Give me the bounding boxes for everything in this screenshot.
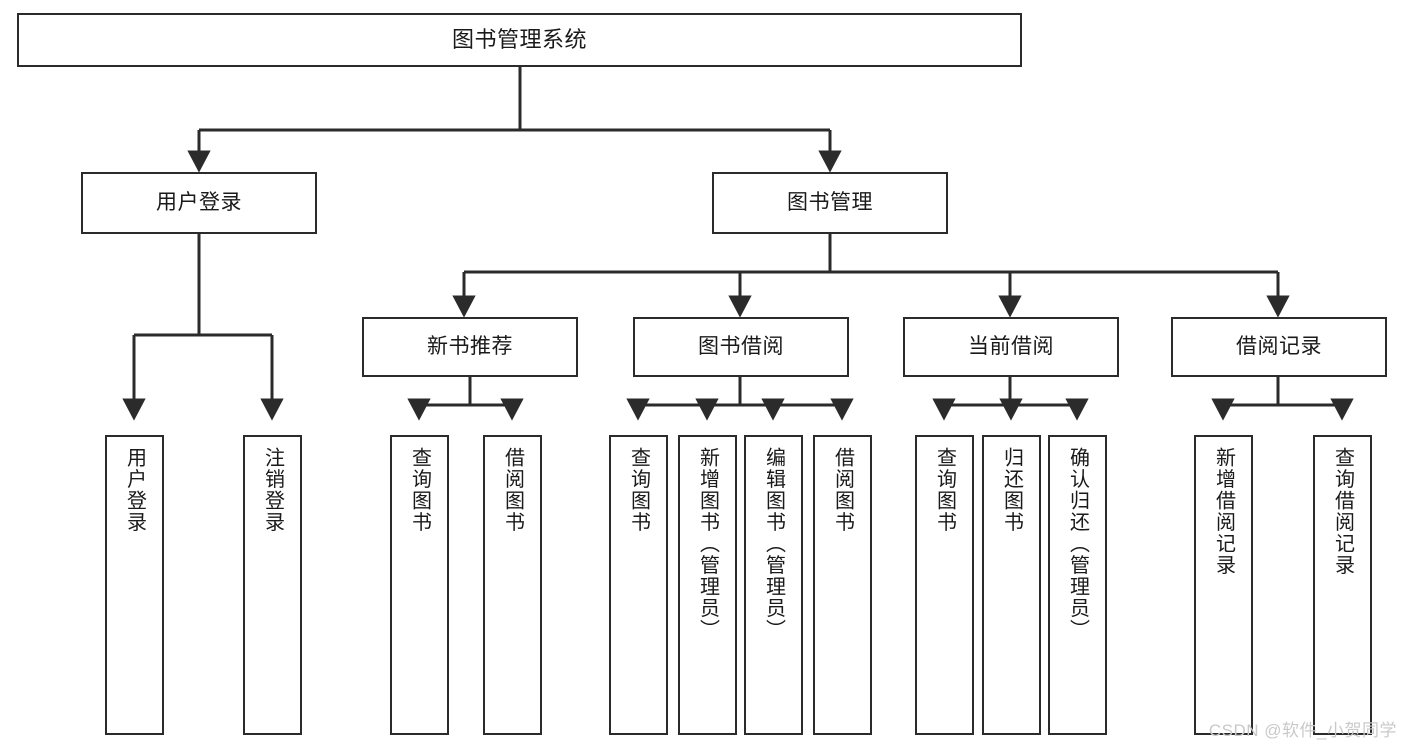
leaf-query-book-1-label: 查询图书 <box>408 447 431 533</box>
leaf-add-record-label: 新增借阅记录 <box>1212 447 1235 576</box>
leaf-confirm-return-label: 确认归还（管理员） <box>1066 447 1089 641</box>
leaf-query-record-label: 查询借阅记录 <box>1331 447 1354 576</box>
csdn-watermark: CSDN @软件_小贺同学 <box>1208 721 1397 740</box>
leaf-borrow-book-2[interactable]: 借阅图书 <box>813 435 872 735</box>
node-root-system-label: 图书管理系统 <box>451 27 587 53</box>
leaf-query-book-3[interactable]: 查询图书 <box>915 435 974 735</box>
leaf-logout-login-label: 注销登录 <box>261 447 284 533</box>
leaf-add-record[interactable]: 新增借阅记录 <box>1194 435 1253 735</box>
node-borrow-record[interactable]: 借阅记录 <box>1171 317 1387 377</box>
leaf-borrow-book-2-label: 借阅图书 <box>831 447 854 533</box>
leaf-return-book[interactable]: 归还图书 <box>982 435 1041 735</box>
node-borrow-record-label: 借阅记录 <box>1236 334 1322 358</box>
leaf-user-login[interactable]: 用户登录 <box>105 435 164 735</box>
leaf-query-book-2[interactable]: 查询图书 <box>609 435 668 735</box>
node-book-borrow-label: 图书借阅 <box>698 334 784 358</box>
node-user-login[interactable]: 用户登录 <box>81 172 317 234</box>
node-book-manage[interactable]: 图书管理 <box>712 172 948 234</box>
node-root-system[interactable]: 图书管理系统 <box>17 13 1022 67</box>
leaf-borrow-book-1-label: 借阅图书 <box>501 447 524 533</box>
node-user-login-label: 用户登录 <box>156 190 242 214</box>
leaf-edit-book-label: 编辑图书（管理员） <box>762 447 785 641</box>
leaf-edit-book[interactable]: 编辑图书（管理员） <box>744 435 803 735</box>
node-current-borrow-label: 当前借阅 <box>968 334 1054 358</box>
node-new-book-recommend-label: 新书推荐 <box>427 334 513 358</box>
leaf-user-login-label: 用户登录 <box>123 447 146 533</box>
leaf-confirm-return[interactable]: 确认归还（管理员） <box>1048 435 1107 735</box>
leaf-return-book-label: 归还图书 <box>1000 447 1023 533</box>
leaf-query-book-1[interactable]: 查询图书 <box>390 435 449 735</box>
leaf-query-book-2-label: 查询图书 <box>627 447 650 533</box>
node-book-borrow[interactable]: 图书借阅 <box>633 317 849 377</box>
leaf-query-book-3-label: 查询图书 <box>933 447 956 533</box>
leaf-add-book-label: 新增图书（管理员） <box>696 447 719 641</box>
leaf-borrow-book-1[interactable]: 借阅图书 <box>483 435 542 735</box>
node-book-manage-label: 图书管理 <box>787 190 873 214</box>
node-new-book-recommend[interactable]: 新书推荐 <box>362 317 578 377</box>
node-current-borrow[interactable]: 当前借阅 <box>903 317 1119 377</box>
leaf-add-book[interactable]: 新增图书（管理员） <box>678 435 737 735</box>
leaf-query-record[interactable]: 查询借阅记录 <box>1313 435 1372 735</box>
leaf-logout-login[interactable]: 注销登录 <box>243 435 302 735</box>
